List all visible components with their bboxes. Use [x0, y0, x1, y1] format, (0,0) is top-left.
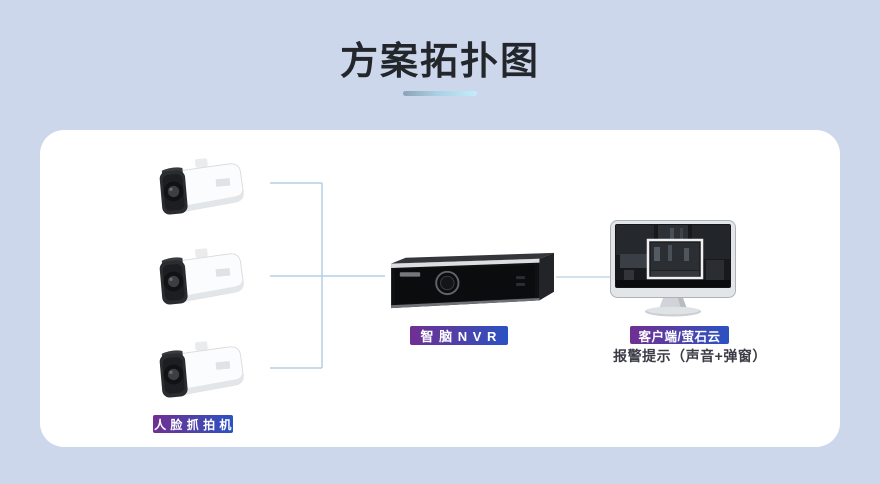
- client-monitor: [610, 220, 736, 318]
- title-underline: [403, 90, 477, 96]
- face-capture-camera-1: [148, 158, 253, 224]
- bullet-camera-icon: [148, 341, 253, 407]
- alarm-caption: 报警提示（声音+弹窗）: [613, 348, 767, 364]
- face-capture-camera-3: [148, 341, 253, 407]
- connector-lines: [270, 182, 612, 369]
- bullet-camera-icon: [148, 248, 253, 314]
- nvr-icon: [388, 250, 560, 314]
- nvr-device: [388, 250, 560, 314]
- monitor-icon: [610, 220, 736, 318]
- nvr-label: 智 脑 N V R: [410, 326, 508, 345]
- page-header: 方案拓扑图: [0, 0, 880, 96]
- topology-panel: 人 脸 抓 拍 机 智 脑 N V R 客户端/萤石云 报警提示（声音+弹窗）: [40, 130, 840, 447]
- client-label: 客户端/萤石云: [630, 326, 729, 344]
- camera-group-label: 人 脸 抓 拍 机: [153, 415, 233, 433]
- bullet-camera-icon: [148, 158, 253, 224]
- page-title: 方案拓扑图: [339, 41, 540, 83]
- face-capture-camera-2: [148, 248, 253, 314]
